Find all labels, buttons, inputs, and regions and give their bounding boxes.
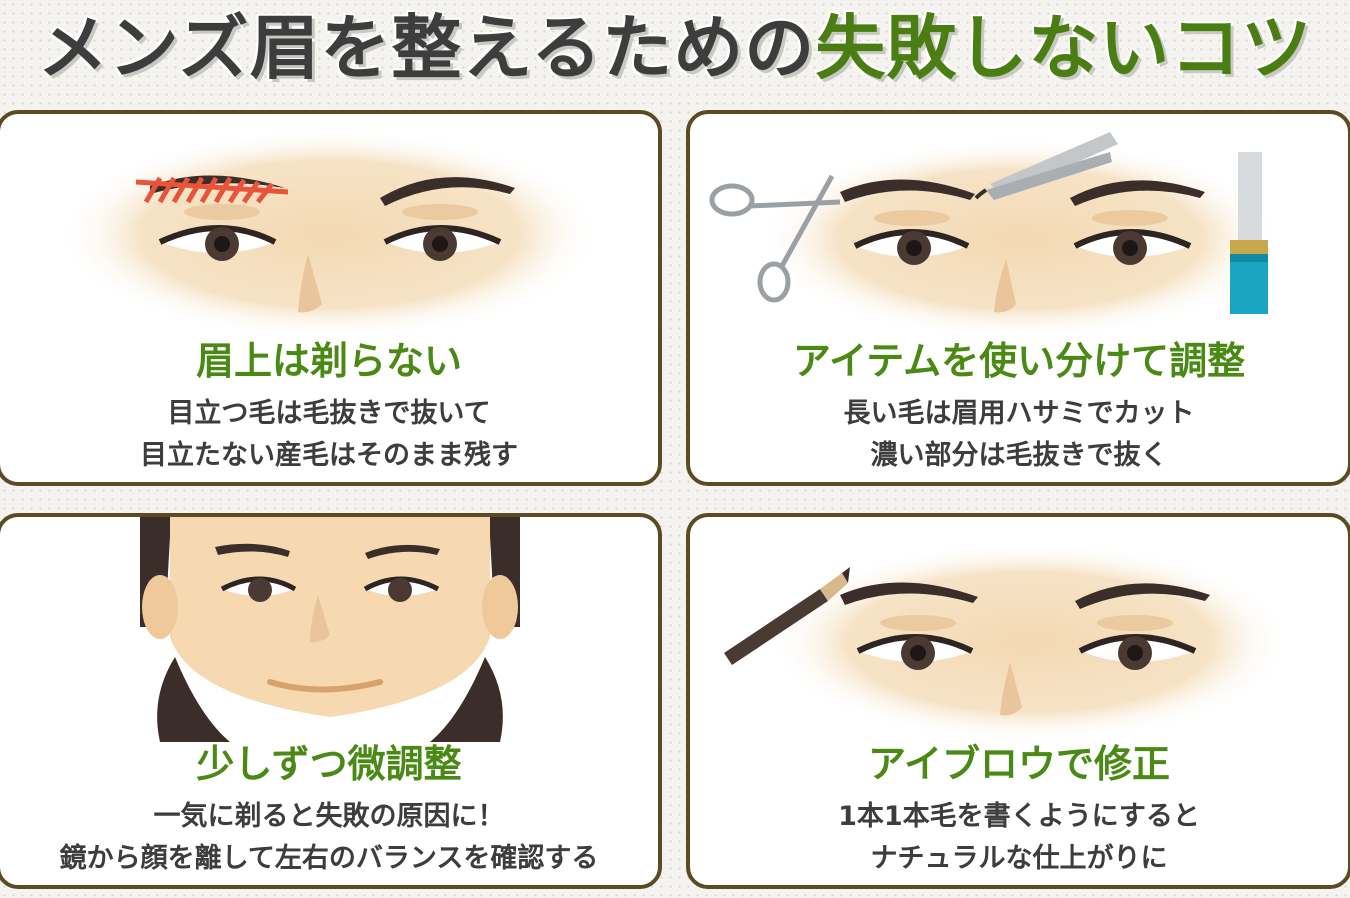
card-text-line-1: 長い毛は眉用ハサミでカット [843,398,1195,429]
card-heading: 少しずつ微調整 [196,742,462,786]
card-text-line-1: 目立つ毛は毛抜きで抜いて [167,398,491,429]
face-illustration [140,517,520,742]
title-part-2: 失敗しないコツ [815,7,1313,89]
scissors-icon [709,174,841,303]
card-text-line-2: 目立たない産毛はそのまま残す [140,440,518,471]
tweezers-icon [974,132,1118,200]
eyes-with-pencil-illustration [724,542,1290,742]
eyes-illustration [60,129,600,339]
card-text-line-2: 濃い部分は毛抜きで抜く [870,440,1168,471]
eyes-with-tools-illustration [709,132,1280,339]
eyebrow-razor-icon [1230,152,1268,314]
title-part-1: メンズ眉を整えるための [37,7,816,89]
tip-card-use-items: アイテムを使い分けて調整 長い毛は眉用ハサミでカット 濃い部分は毛抜きで抜く [686,110,1350,486]
eyebrow-pencil-icon [724,567,850,665]
tip-card-adjust-little-by-little: 少しずつ微調整 一気に剃ると失敗の原因に！ 鏡から顔を離して左右のバランスを確認… [0,513,662,889]
red-strike-icon [135,176,289,204]
card-text-line-1: 1本1本毛を書くようにすると [838,801,1200,832]
tip-card-fix-with-eyebrow-pencil: アイブロウで修正 1本1本毛を書くようにすると ナチュラルな仕上がりに [686,513,1350,889]
card-heading: アイブロウで修正 [867,742,1171,786]
tip-card-no-shaving-above: 眉上は剃らない 目立つ毛は毛抜きで抜いて 目立たない産毛はそのまま残す [0,110,662,486]
card-text-line-1: 一気に剃ると失敗の原因に！ [153,801,505,832]
card-heading: 眉上は剃らない [195,339,462,383]
card-text-line-2: 鏡から顔を離して左右のバランスを確認する [59,843,599,874]
page-title: メンズ眉を整えるための失敗しないコツ [0,6,1350,90]
card-heading: アイテムを使い分けて調整 [792,339,1246,383]
card-text-line-2: ナチュラルな仕上がりに [870,843,1168,874]
